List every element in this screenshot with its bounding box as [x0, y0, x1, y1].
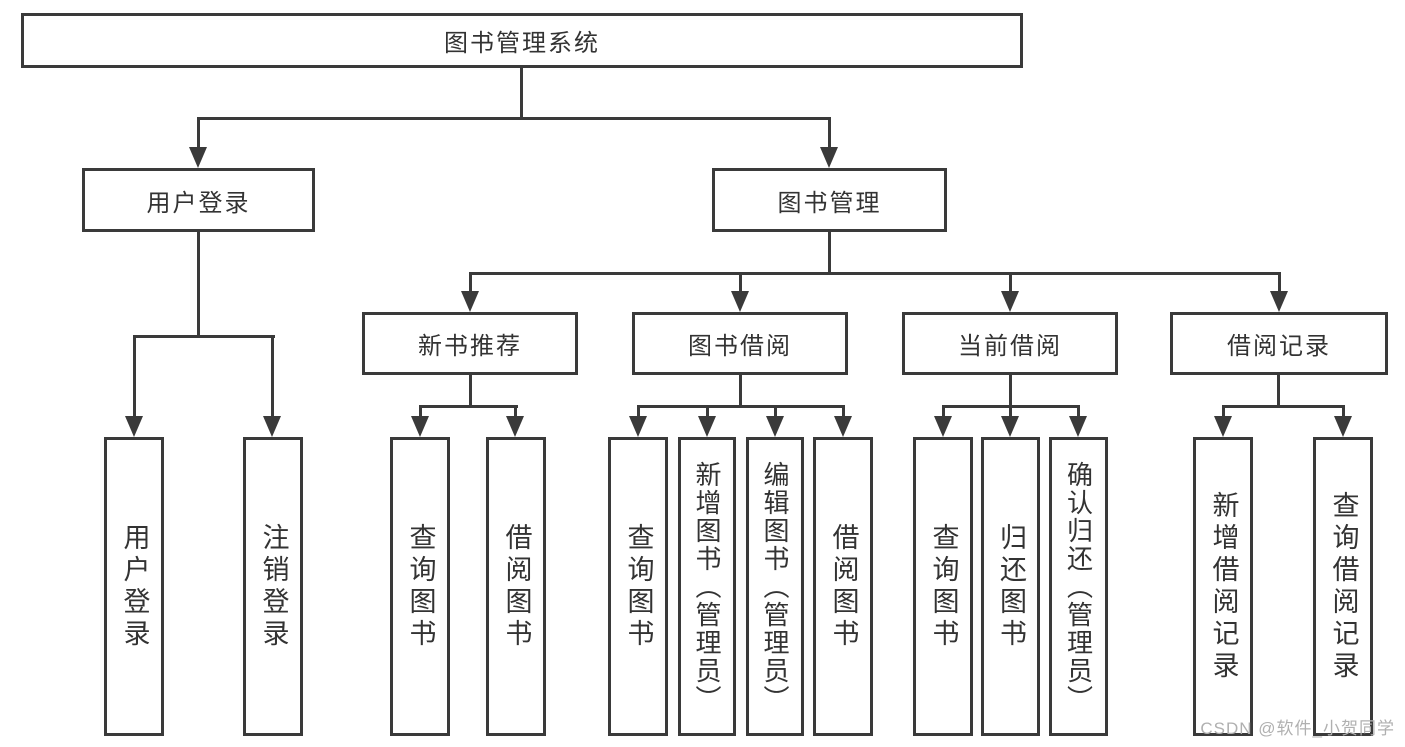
node-label: 当前借阅: [958, 333, 1062, 360]
connector-stem: [271, 335, 274, 417]
arrow-down-icon: [506, 416, 524, 437]
leaf-query-borrow-record: 查询借阅记录: [1313, 437, 1373, 736]
connector-bookmgmt-rail: [469, 272, 1281, 275]
connector-stem: [739, 272, 742, 292]
leaf-query-books-2: 查询图书: [608, 437, 668, 736]
connector-stem: [469, 272, 472, 292]
node-book-management: 图书管理: [712, 168, 947, 232]
leaf-label: 确认归还（管理员）: [1063, 460, 1094, 713]
connector-stem: [842, 405, 845, 417]
connector-stem: [514, 405, 517, 417]
connector-stem: [706, 405, 709, 417]
connector-stem: [637, 405, 640, 417]
arrow-down-icon: [263, 416, 281, 437]
arrow-down-icon: [125, 416, 143, 437]
leaf-return-books: 归还图书: [981, 437, 1040, 736]
leaf-label: 查询借阅记录: [1328, 490, 1359, 683]
connector-newbook-drop: [469, 374, 472, 408]
connector-bookborrow-rail: [637, 405, 845, 408]
arrow-down-icon: [766, 416, 784, 437]
leaf-label: 用户登录: [119, 522, 150, 651]
csdn-watermark: CSDN @软件_小贺同学: [1200, 719, 1395, 738]
node-label: 新书推荐: [418, 333, 522, 360]
leaf-label: 查询图书: [405, 522, 436, 651]
connector-stem: [828, 117, 831, 148]
leaf-label: 借阅图书: [828, 522, 859, 651]
arrow-down-icon: [834, 416, 852, 437]
connector-bookmgmt-drop: [828, 231, 831, 274]
connector-stem: [1009, 405, 1012, 417]
leaf-edit-books-admin: 编辑图书（管理员）: [746, 437, 804, 736]
connector-stem: [1342, 405, 1345, 417]
leaf-label: 注销登录: [258, 522, 289, 651]
node-current-borrowing: 当前借阅: [902, 312, 1118, 375]
leaf-borrow-books-2: 借阅图书: [813, 437, 873, 736]
connector-root-drop: [520, 66, 523, 119]
arrow-down-icon: [698, 416, 716, 437]
node-new-book-recommend: 新书推荐: [362, 312, 578, 375]
connector-stem: [1278, 272, 1281, 292]
node-user-login: 用户登录: [82, 168, 315, 232]
arrow-down-icon: [1334, 416, 1352, 437]
leaf-label: 新增图书（管理员）: [692, 460, 722, 713]
node-label: 借阅记录: [1227, 333, 1331, 360]
arrow-down-icon: [461, 291, 479, 312]
connector-stem: [1009, 272, 1012, 292]
leaf-user-login: 用户登录: [104, 437, 164, 736]
connector-userlogin-rail: [133, 335, 275, 338]
connector-root-rail: [197, 117, 831, 120]
arrow-down-icon: [934, 416, 952, 437]
leaf-query-books-3: 查询图书: [913, 437, 973, 736]
connector-stem: [197, 117, 200, 148]
leaf-label: 查询图书: [928, 522, 959, 651]
node-label: 用户登录: [146, 189, 251, 217]
leaf-label: 新增借阅记录: [1208, 490, 1239, 683]
arrow-down-icon: [1069, 416, 1087, 437]
leaf-confirm-return-admin: 确认归还（管理员）: [1049, 437, 1108, 736]
connector-stem: [774, 405, 777, 417]
connector-currentborrow-drop: [1009, 374, 1012, 408]
arrow-down-icon: [731, 291, 749, 312]
connector-newbook-rail: [419, 405, 518, 408]
arrow-down-icon: [1001, 291, 1019, 312]
leaf-query-books-1: 查询图书: [390, 437, 450, 736]
connector-userlogin-drop: [197, 231, 200, 338]
connector-stem: [133, 335, 136, 417]
leaf-add-books-admin: 新增图书（管理员）: [678, 437, 736, 736]
connector-stem: [419, 405, 422, 417]
leaf-label: 归还图书: [996, 522, 1026, 651]
arrow-down-icon: [629, 416, 647, 437]
arrow-down-icon: [820, 147, 838, 168]
connector-record-drop: [1277, 374, 1280, 408]
connector-stem: [942, 405, 945, 417]
arrow-down-icon: [1214, 416, 1232, 437]
node-book-borrowing: 图书借阅: [632, 312, 848, 375]
connector-record-rail: [1222, 405, 1345, 408]
connector-stem: [1077, 405, 1080, 417]
arrow-down-icon: [189, 147, 207, 168]
leaf-logout: 注销登录: [243, 437, 303, 736]
connector-bookborrow-drop: [739, 374, 742, 408]
arrow-down-icon: [1001, 416, 1019, 437]
leaf-label: 编辑图书（管理员）: [760, 460, 790, 713]
node-label: 图书借阅: [688, 333, 792, 360]
leaf-borrow-books-1: 借阅图书: [486, 437, 546, 736]
arrow-down-icon: [411, 416, 429, 437]
connector-stem: [1222, 405, 1225, 417]
node-label: 图书管理: [777, 189, 882, 217]
arrow-down-icon: [1270, 291, 1288, 312]
node-borrowing-records: 借阅记录: [1170, 312, 1388, 375]
leaf-add-borrow-record: 新增借阅记录: [1193, 437, 1253, 736]
leaf-label: 借阅图书: [501, 522, 532, 651]
node-label: 图书管理系统: [444, 30, 600, 57]
leaf-label: 查询图书: [623, 522, 654, 651]
node-library-management-system: 图书管理系统: [21, 13, 1023, 68]
